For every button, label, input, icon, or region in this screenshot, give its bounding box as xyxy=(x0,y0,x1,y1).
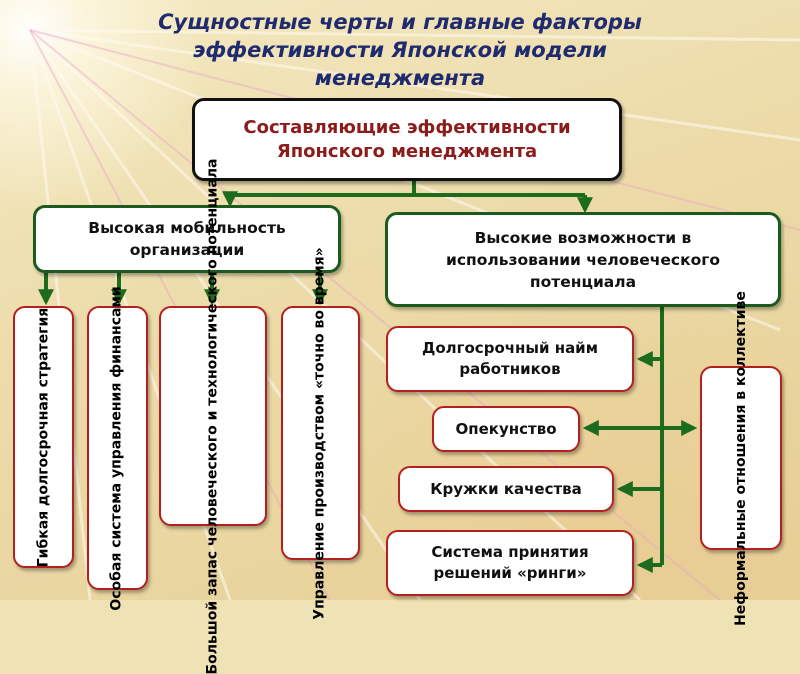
root-label: Составляющие эффективности Японского мен… xyxy=(243,116,571,162)
right-item-label: Долгосрочный найм работников xyxy=(422,339,598,378)
right-item-box: Кружки качества xyxy=(398,466,614,512)
slide-title: Сущностные черты и главные факторы эффек… xyxy=(158,10,642,90)
left-item-box: Большой запас человеческого и технологич… xyxy=(159,158,267,674)
left-branch-box: Высокая мобильность организации xyxy=(33,205,341,273)
connector-lines xyxy=(38,180,698,573)
right-item-box: Долгосрочный найм работников xyxy=(386,326,634,392)
left-branch-label: Высокая мобильность организации xyxy=(88,219,286,259)
root-box: Составляющие эффективности Японского мен… xyxy=(192,98,622,181)
left-item-box: Особая система управления финансами xyxy=(87,286,148,610)
left-item-box: Управление производством «точно во время… xyxy=(281,247,360,619)
left-item-label: Большой запас человеческого и технологич… xyxy=(204,158,221,674)
left-item-label: Управление производством «точно во время… xyxy=(312,246,328,620)
right-item-label: Система принятия решений «ринги» xyxy=(431,543,589,582)
right-item-box: Система принятия решений «ринги» xyxy=(386,530,634,596)
left-item-label: Особая система управления финансами xyxy=(109,285,125,611)
left-item-label: Гибкая долгосрочная стратегия xyxy=(35,307,52,567)
right-item-label: Опекунство xyxy=(455,419,557,438)
right-side-item-box: Неформальные отношения в коллективе xyxy=(700,291,782,625)
right-branch-box: Высокие возможности в использовании чело… xyxy=(385,212,781,307)
right-item-box: Опекунство xyxy=(432,406,580,452)
right-branch-label: Высокие возможности в использовании чело… xyxy=(445,228,721,291)
right-side-item-label: Неформальные отношения в коллективе xyxy=(732,290,749,626)
left-item-box: Гибкая долгосрочная стратегия xyxy=(13,306,74,568)
right-item-label: Кружки качества xyxy=(430,479,582,498)
